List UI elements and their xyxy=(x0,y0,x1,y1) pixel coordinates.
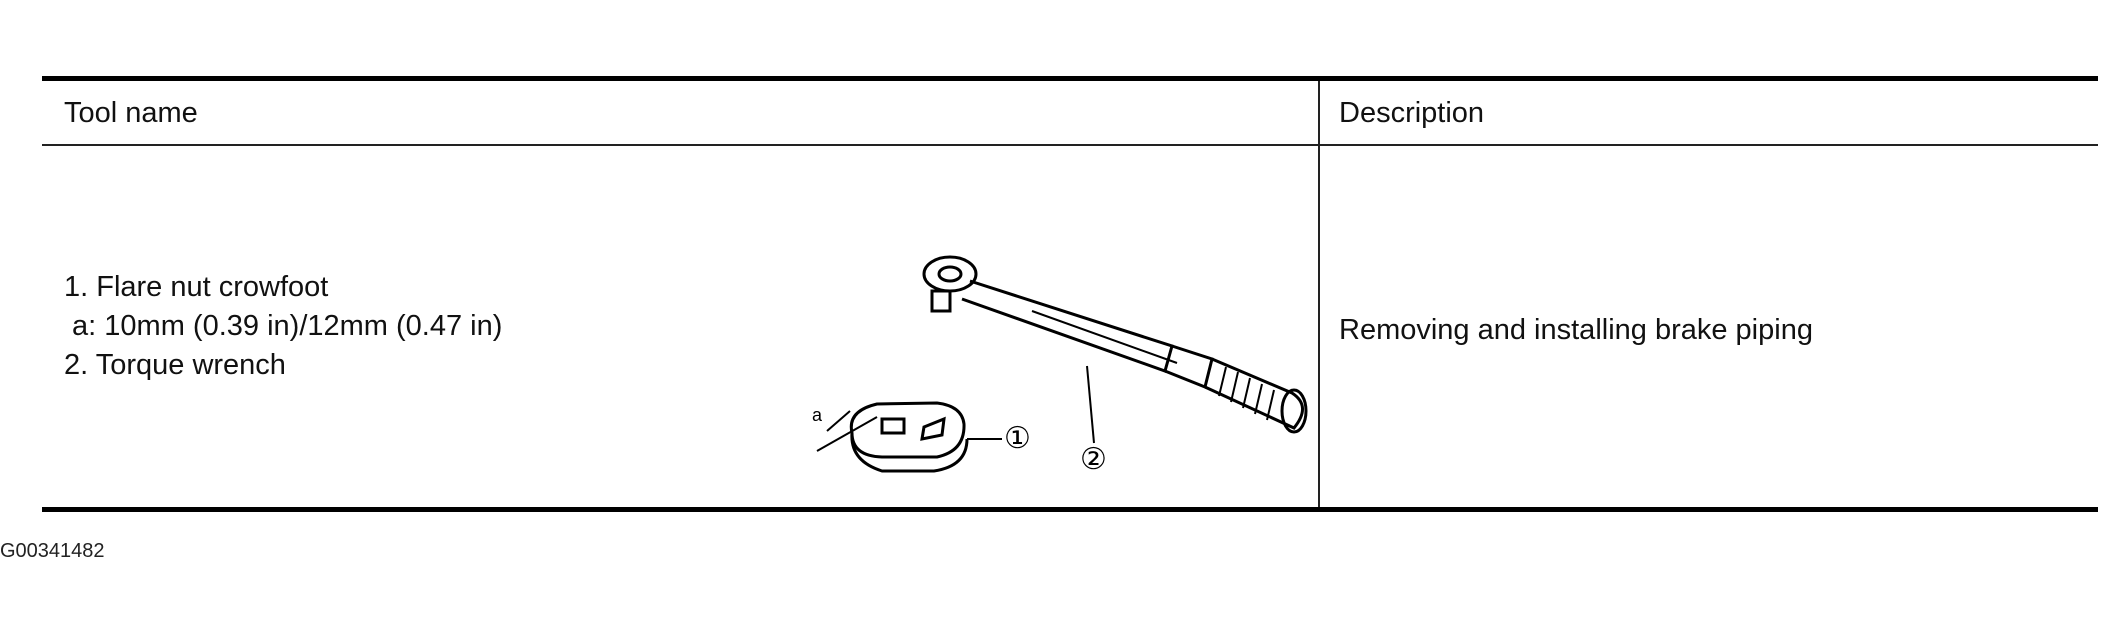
header-description: Description xyxy=(1339,97,1485,129)
header-tool-name: Tool name xyxy=(64,97,198,129)
figure-id: G00341482 xyxy=(0,540,105,562)
table-header-row: Tool name Description xyxy=(42,81,2098,146)
torque-wrench-drawing xyxy=(922,255,1308,444)
column-divider xyxy=(1318,81,1320,507)
tool-line-1: 1. Flare nut crowfoot xyxy=(64,271,329,303)
tool-line-2: a: 10mm (0.39 in)/12mm (0.47 in) xyxy=(64,310,503,342)
flare-nut-crowfoot-drawing xyxy=(816,401,1002,473)
dimension-a-label: a xyxy=(812,405,823,425)
tool-illustration: a ① ② xyxy=(812,255,1308,477)
tool-table: Tool name Description 1. Flare nut crowf… xyxy=(42,76,2098,512)
tool-name-list: 1. Flare nut crowfoot a: 10mm (0.39 in)/… xyxy=(64,268,502,385)
callout-1: ① xyxy=(1004,421,1031,456)
description-text: Removing and installing brake piping xyxy=(1339,314,1813,346)
callout-2: ② xyxy=(1080,442,1107,477)
tool-line-3: 2. Torque wrench xyxy=(64,349,286,381)
